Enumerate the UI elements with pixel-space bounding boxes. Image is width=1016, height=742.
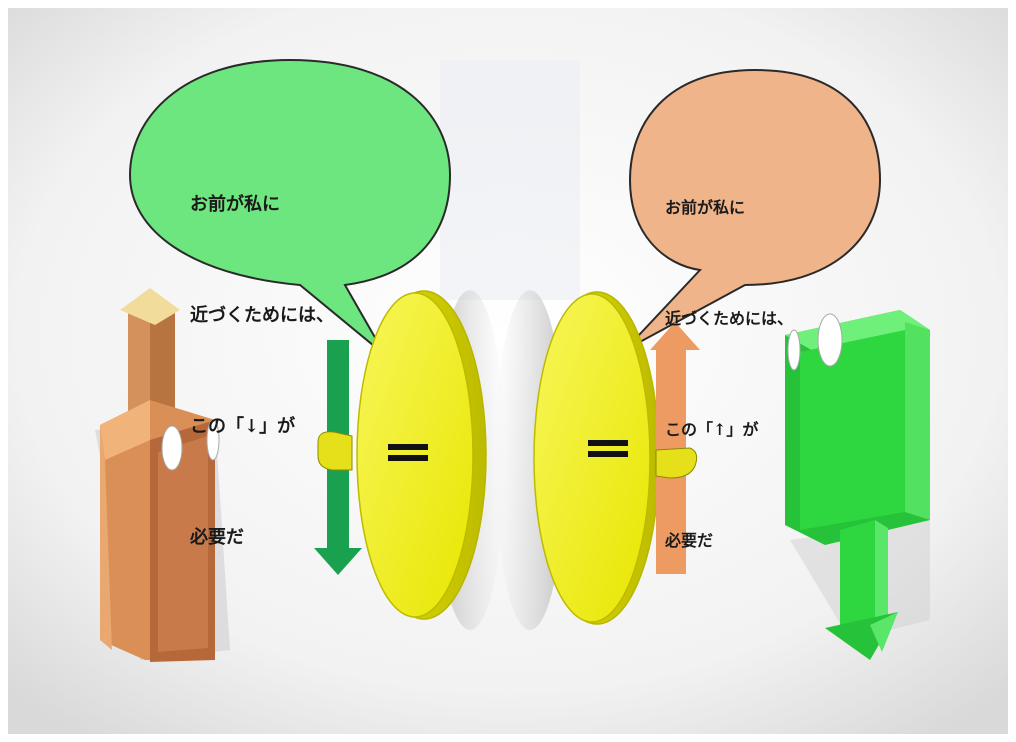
- right-speech-bubble: [624, 68, 882, 351]
- brown-plug: [95, 288, 230, 662]
- left-bubble-line: 必要だ: [190, 527, 244, 548]
- right-bubble-line: この「↑」が: [665, 420, 759, 439]
- left-bubble-line: 近づくためには、: [190, 305, 334, 326]
- right-bubble-line: お前が私に: [665, 198, 746, 217]
- left-bubble-line: お前が私に: [190, 194, 280, 215]
- up-arrow: [650, 322, 700, 574]
- left-bubble-line: この「↓」が: [190, 416, 296, 437]
- left-bubble-text: お前が私に 近づくためには、 この「↓」が 必要だ: [190, 112, 400, 630]
- right-coin: [495, 290, 660, 630]
- right-bubble-line: 必要だ: [665, 531, 714, 550]
- right-equals-sign: [588, 440, 628, 457]
- left-speech-bubble: [128, 58, 452, 356]
- green-plug: [785, 310, 930, 660]
- right-bubble-line: 近づくためには、: [665, 309, 794, 328]
- right-bubble-text: お前が私に 近づくためには、 この「↑」が 必要だ: [665, 115, 865, 633]
- left-equals-sign: [388, 444, 428, 461]
- background-paper: [440, 60, 580, 300]
